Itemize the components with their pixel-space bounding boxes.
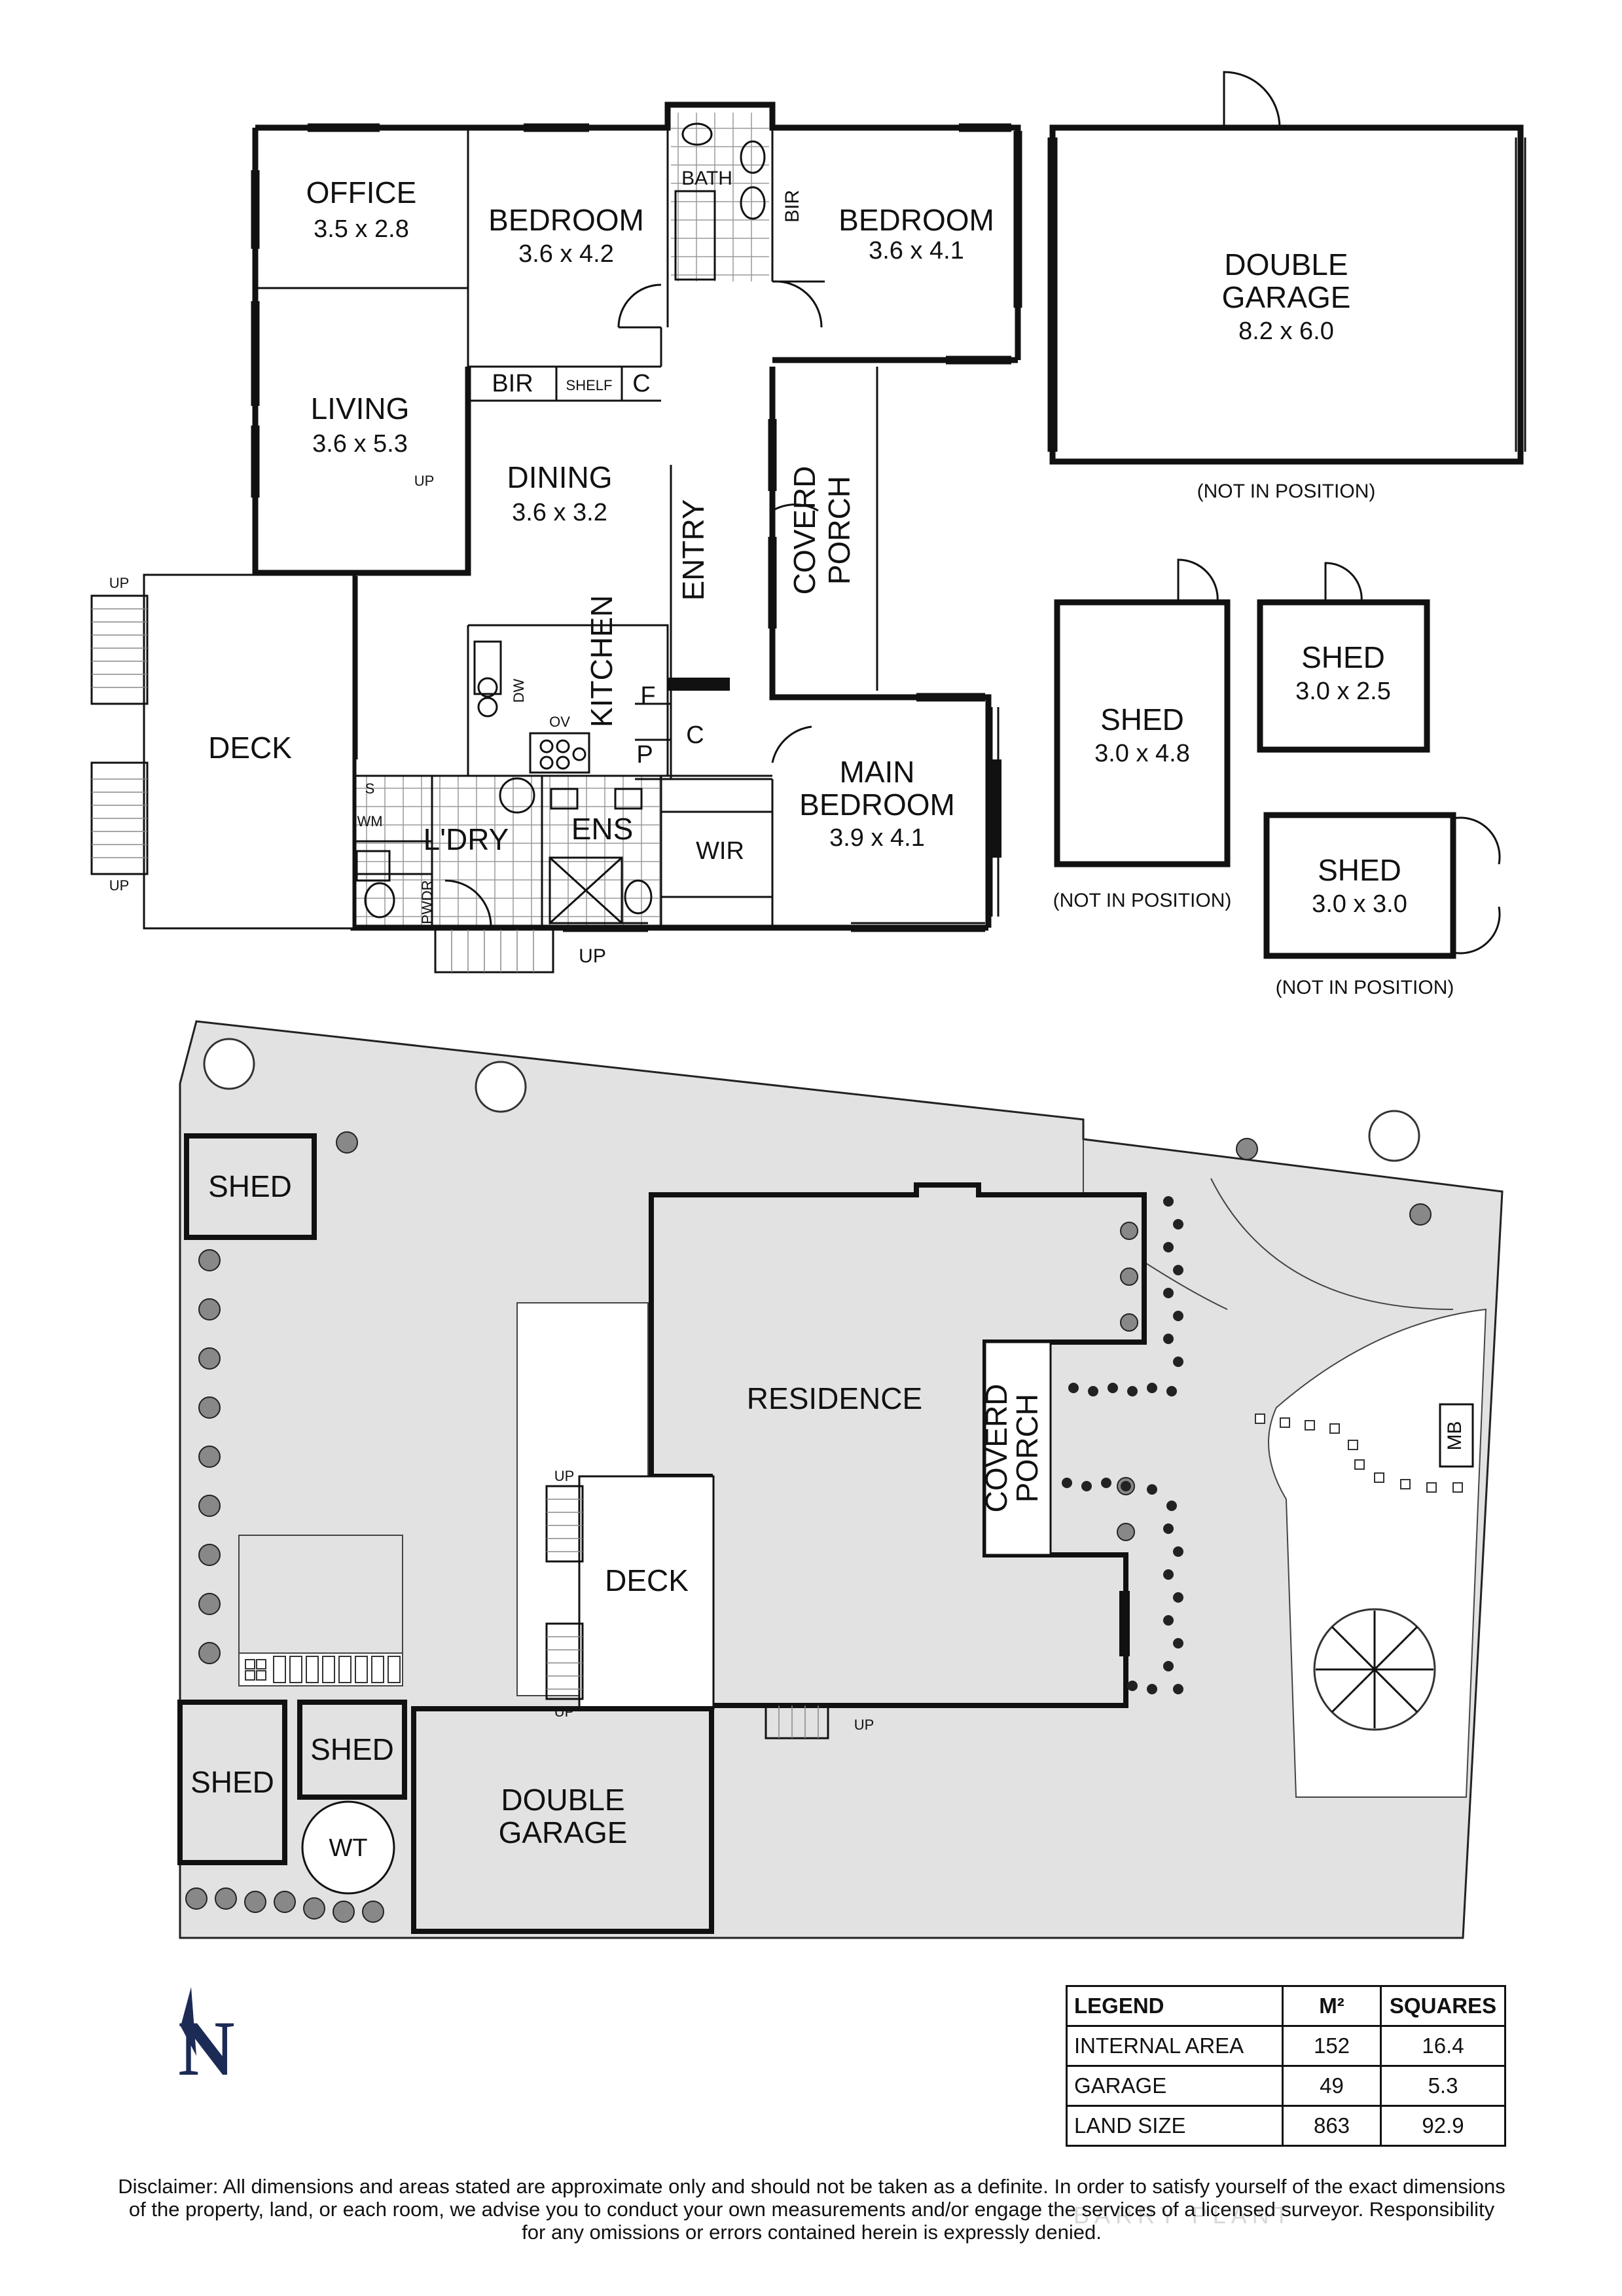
room-dim-main-bedroom: 3.9 x 4.1 (829, 824, 925, 852)
site-label-porch-line2: PORCH (1010, 1394, 1044, 1503)
site-label-wt: WT (329, 1834, 367, 1862)
room-dim-bedroom-1: 3.6 x 4.2 (518, 240, 614, 268)
legend-header-label: LEGEND (1066, 1985, 1284, 2027)
legend-row-squares: 92.9 (1380, 2105, 1506, 2147)
room-label-deck: DECK (208, 731, 292, 765)
garage-not-in-position: (NOT IN POSITION) (1197, 481, 1376, 502)
room-label-bedroom-2: BEDROOM (838, 203, 994, 237)
site-deck-up-bottom: UP (554, 1704, 575, 1720)
room-dim-shed-2: 3.0 x 2.5 (1295, 678, 1391, 705)
deck-up-top: UP (109, 575, 130, 591)
room-dim-dining: 3.6 x 3.2 (512, 499, 607, 526)
room-dim-living: 3.6 x 5.3 (312, 430, 408, 458)
legend-row: LAND SIZE 863 92.9 (1066, 2105, 1506, 2147)
fixture-label-s: S (365, 780, 375, 797)
legend-row-label: LAND SIZE (1066, 2105, 1284, 2147)
room-label-shed-2: SHED (1301, 640, 1385, 674)
room-label-main-bedroom-line1: MAIN (840, 755, 915, 789)
site-label-porch-line1: COVERD (979, 1384, 1013, 1513)
site-label-garage-line2: GARAGE (499, 1815, 628, 1850)
mailbox (1439, 1403, 1474, 1468)
shed-3-not-in-position: (NOT IN POSITION) (1276, 977, 1454, 998)
legend-header-m2: M² (1282, 1985, 1382, 2027)
room-label-c-mid: C (686, 721, 704, 749)
room-label-porch-line2: PORCH (822, 476, 856, 585)
room-label-shelf: SHELF (566, 377, 613, 393)
site-label-garage-line1: DOUBLE (501, 1783, 624, 1817)
room-label-dining: DINING (507, 460, 613, 494)
legend-row: INTERNAL AREA 152 16.4 (1066, 2025, 1506, 2067)
legend-header-row: LEGEND M² SQUARES (1066, 1985, 1506, 2027)
room-label-garage-line1: DOUBLE (1224, 247, 1348, 282)
room-label-ldry: L'DRY (424, 822, 509, 856)
deck-up-bottom: UP (109, 877, 130, 894)
legend-row-m2: 49 (1282, 2065, 1382, 2107)
room-label-main-bedroom-line2: BEDROOM (799, 788, 955, 822)
legend-row-label: INTERNAL AREA (1066, 2025, 1284, 2067)
bins-icon (245, 1656, 401, 1683)
room-label-bedroom-1: BEDROOM (488, 203, 644, 237)
room-label-living: LIVING (311, 392, 410, 426)
legend-row-label: GARAGE (1066, 2065, 1284, 2107)
room-label-bir-top: BIR (782, 190, 803, 223)
entry-steps-up: UP (579, 945, 606, 967)
site-deck-up-top: UP (554, 1468, 575, 1484)
legend-row-m2: 152 (1282, 2025, 1382, 2067)
room-dim-shed-3: 3.0 x 3.0 (1312, 890, 1407, 918)
legend-header-squares: SQUARES (1380, 1985, 1506, 2027)
legend-row: GARAGE 49 5.3 (1066, 2065, 1506, 2107)
appliance-label-ov: OV (549, 714, 570, 730)
room-label-wir: WIR (696, 837, 744, 865)
legend-table: LEGEND M² SQUARES INTERNAL AREA 152 16.4… (1066, 1985, 1506, 2147)
room-label-p: P (636, 741, 653, 769)
legend-row-m2: 863 (1282, 2105, 1382, 2147)
disclaimer-line: of the property, land, or each room, we … (128, 2198, 1495, 2221)
floor-plan-labels: OFFICE 3.5 x 2.8 BEDROOM 3.6 x 4.2 BATH … (109, 168, 1454, 998)
north-label: N (178, 2005, 235, 2092)
room-label-ens: ENS (571, 812, 634, 846)
hedge-dots-icon (1062, 1196, 1183, 1694)
shrub-row-icon (185, 1131, 1432, 1923)
room-label-office: OFFICE (306, 175, 417, 210)
site-label-residence: RESIDENCE (747, 1381, 922, 1415)
site-label-shed-c: SHED (310, 1732, 394, 1766)
room-dim-bedroom-2: 3.6 x 4.1 (869, 237, 964, 264)
room-dim-shed-1: 3.0 x 4.8 (1094, 740, 1190, 767)
site-label-deck: DECK (605, 1563, 689, 1597)
room-label-garage-line2: GARAGE (1222, 280, 1351, 314)
legend-row-squares: 16.4 (1380, 2025, 1506, 2067)
disclaimer: Disclaimer: All dimensions and areas sta… (39, 2175, 1584, 2244)
room-label-porch-line1: COVERD (787, 466, 821, 595)
room-dim-garage: 8.2 x 6.0 (1238, 318, 1334, 345)
room-label-f: F (640, 682, 655, 710)
site-steps-up: UP (854, 1717, 874, 1733)
room-label-bath: BATH (681, 168, 732, 189)
room-label-pwdr: PWDR (419, 880, 435, 924)
appliance-label-dw: DW (511, 678, 527, 702)
site-label-shed-a: SHED (208, 1169, 292, 1203)
room-label-shed-1: SHED (1100, 702, 1184, 737)
disclaimer-line: for any omissions or errors contained he… (522, 2221, 1102, 2244)
stepping-stones-icon (1255, 1413, 1463, 1493)
site-label-shed-b: SHED (190, 1765, 274, 1799)
disclaimer-line: Disclaimer: All dimensions and areas sta… (118, 2175, 1505, 2198)
shed-1-not-in-position: (NOT IN POSITION) (1053, 890, 1232, 911)
tree-icon (203, 1038, 1436, 1731)
living-up: UP (414, 473, 435, 489)
north-arrow-icon (181, 1987, 196, 2056)
floor-plan-house (90, 71, 1526, 974)
room-label-shed-3: SHED (1318, 853, 1401, 887)
room-label-bir-mid: BIR (492, 370, 533, 397)
fixture-label-wm: WM (357, 813, 382, 829)
room-label-kitchen: KITCHEN (585, 595, 619, 727)
room-label-entry: ENTRY (676, 499, 710, 600)
room-label-c-top: C (632, 370, 650, 397)
legend-row-squares: 5.3 (1380, 2065, 1506, 2107)
watermark-logo: BARRY PLANT (1073, 2202, 1294, 2229)
room-dim-office: 3.5 x 2.8 (314, 215, 409, 243)
site-plan: SHED RESIDENCE COVERD PORCH DECK UP UP U… (177, 1020, 1504, 1939)
site-label-mb: MB (1444, 1421, 1466, 1451)
